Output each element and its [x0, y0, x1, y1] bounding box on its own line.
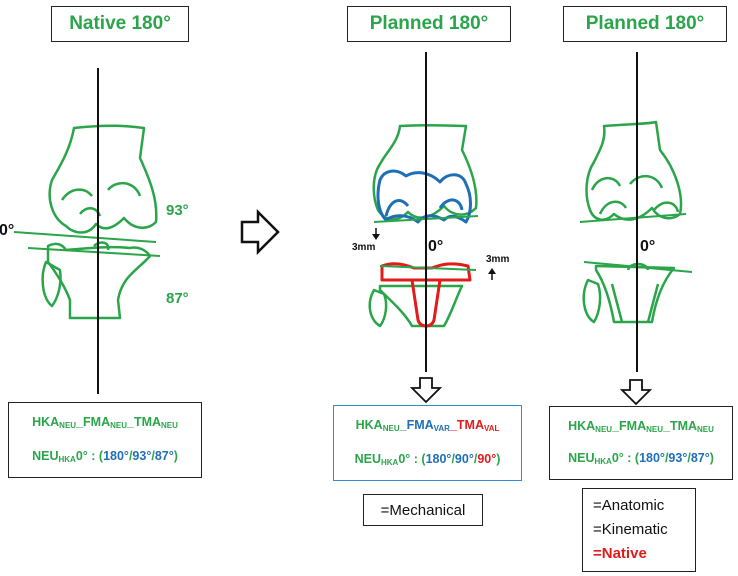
mechanical-label: =Mechanical	[380, 501, 466, 519]
classification-line-2: NEUHKA0° : (180°/93°/87°)	[568, 451, 714, 466]
zero-angle-label-1: 0°	[0, 222, 15, 239]
zero-angle-label-2: 0°	[428, 238, 444, 255]
classification-line-2: NEUHKA0° : (180°/93°/87°)	[32, 449, 178, 464]
classification-box-native: HKANEU_FMANEU_TMANEU NEUHKA0° : (180°/93…	[8, 402, 202, 478]
zero-angle-label-3: 0°	[640, 238, 656, 255]
title-planned-kinematic: Planned 180°	[563, 6, 727, 42]
down-arrow-2	[409, 377, 443, 404]
transition-arrow	[240, 208, 280, 256]
classification-line-1: HKANEU_FMAVAR_TMAVAL	[355, 418, 500, 433]
kinematic-knee	[582, 120, 683, 324]
classification-box-kinematic: HKANEU_FMANEU_TMANEU NEUHKA0° : (180°/93…	[549, 406, 733, 480]
tibial-angle-label: 87°	[166, 290, 189, 307]
mechanical-knee	[368, 123, 478, 328]
classification-line-1: HKANEU_FMANEU_TMANEU	[32, 415, 178, 430]
anatomic-label: =Anatomic	[593, 497, 665, 514]
classification-line-2: NEUHKA0° : (180°/90°/90°)	[354, 452, 501, 467]
native-label: =Native	[593, 545, 647, 562]
classification-line-1: HKANEU_FMANEU_TMANEU	[568, 419, 714, 434]
kinematic-label: =Kinematic	[593, 521, 668, 538]
femoral-resection-label: 3mm	[352, 242, 376, 253]
down-arrow-3	[619, 379, 653, 406]
classification-box-mechanical: HKANEU_FMAVAR_TMAVAL NEUHKA0° : (180°/90…	[333, 405, 522, 481]
femoral-component	[376, 169, 472, 224]
mechanical-label-box: =Mechanical	[363, 494, 483, 526]
title-native: Native 180°	[51, 6, 189, 42]
tibial-resection-label: 3mm	[486, 254, 510, 265]
title-planned-mechanical: Planned 180°	[347, 6, 511, 42]
alignment-label-box: =Anatomic =Kinematic =Native	[582, 488, 696, 572]
femoral-angle-label: 93°	[166, 202, 189, 219]
native-knee	[41, 124, 158, 320]
native-femur	[48, 124, 158, 234]
